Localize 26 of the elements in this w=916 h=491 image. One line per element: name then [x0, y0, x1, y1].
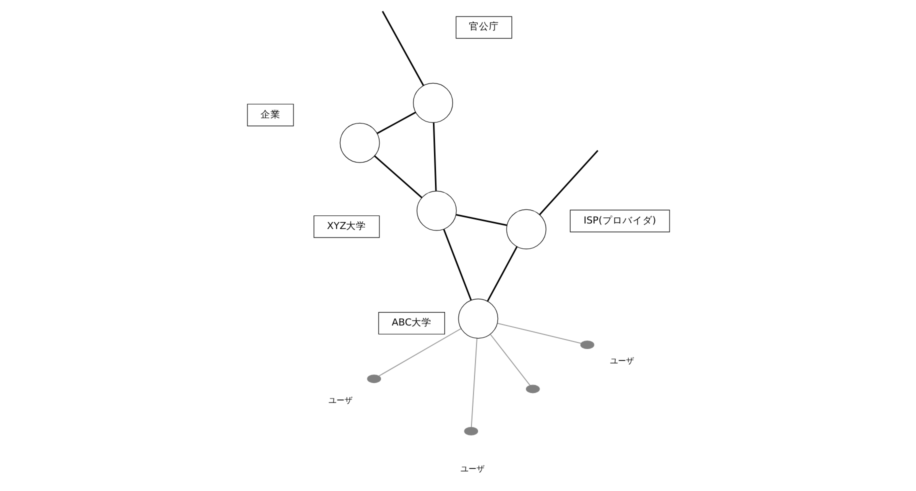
node-circle [339, 122, 380, 163]
connector [538, 150, 598, 216]
node-ellipse [525, 384, 540, 394]
node-circle [458, 298, 498, 339]
connector [376, 112, 416, 134]
node-circle [416, 190, 456, 231]
connector [381, 10, 424, 86]
connector [486, 246, 518, 302]
connector [489, 334, 530, 386]
node-box: 官公庁 [455, 16, 512, 39]
connector [374, 155, 422, 198]
connector [496, 322, 581, 344]
node-box: ISP(プロバイダ) [569, 210, 670, 232]
connector [455, 214, 507, 226]
node-box: ABC大学 [378, 312, 444, 334]
node-ellipse [580, 340, 594, 350]
connector [378, 328, 461, 376]
node-circle [412, 82, 452, 123]
node-box: 企業 [246, 104, 294, 126]
node-box: XYZ大学 [313, 215, 380, 238]
node-ellipse [366, 374, 381, 384]
connector [432, 122, 436, 191]
connector [442, 229, 472, 300]
node-circle [506, 209, 546, 250]
connector [470, 338, 477, 428]
node-ellipse [464, 426, 478, 436]
